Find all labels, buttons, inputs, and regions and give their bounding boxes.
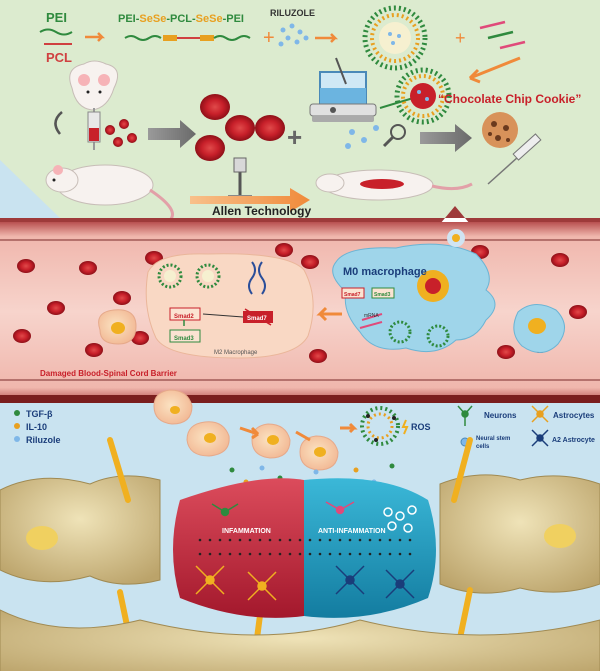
copolymer-label: PEI-SeSe-PCL-SeSe-PEI: [118, 13, 244, 25]
lesion-dotted-lines: [198, 538, 412, 556]
spinal-cord-panel: TGF-β IL-10 Riluzole ROS: [0, 389, 600, 671]
migrating-macrophages: [153, 389, 339, 471]
magnifier-icon: [382, 124, 406, 148]
neural-stem-cells-lesion: [383, 505, 417, 533]
riluzole-dot: [14, 436, 20, 442]
smad3-label: Smad3: [174, 336, 194, 342]
neurons-label: Neurons: [484, 411, 517, 420]
plus-sign-3: +: [287, 122, 302, 152]
arrow-allen: [190, 188, 310, 212]
inflammatory-astrocytes: [195, 565, 277, 601]
astrocytes-label: Astrocytes: [553, 411, 595, 420]
rat-upright: [69, 60, 119, 111]
neural-stem-label-2: cells: [476, 444, 490, 450]
arrow-synthesis: [85, 32, 106, 42]
m2-macrophage: [145, 253, 314, 359]
tgf-dot: [14, 410, 20, 416]
red-blood-cells-top: [195, 94, 285, 161]
tgf-beta-label: TGF-β: [26, 409, 53, 419]
il10-dot: [14, 423, 20, 429]
vessel-wall-bottom: [0, 395, 600, 403]
arrow-loading: [315, 33, 339, 43]
mrna-label: mRNA: [364, 313, 379, 319]
lightning-icon: [401, 419, 409, 435]
neural-stem-label: Neural stem: [476, 436, 510, 442]
rat-lying: [45, 164, 174, 222]
il10-label: IL-10: [26, 422, 47, 432]
blood-drops: [105, 119, 137, 147]
riluzole-legend-label: Riluzole: [26, 435, 61, 445]
a2-astrocyte-icon: [531, 429, 549, 447]
spine-vertebrae: [0, 437, 600, 671]
inflammation-label: INFAMMATION: [222, 528, 271, 535]
bscb-label: Damaged Blood-Spinal Cord Barrier: [40, 369, 177, 378]
cookie-label: “Chocolate Chip Cookie”: [438, 92, 581, 106]
rat-spinal-injury: [315, 169, 473, 201]
pei-chain: [39, 28, 73, 36]
sese-link-right: [200, 35, 214, 41]
a2-astrocyte-label: A2 Astrocyte: [552, 437, 595, 444]
riluzole-label: RILUZOLE: [270, 8, 315, 18]
lesion-neuron-blue: [325, 501, 355, 515]
arrow-migrate-2: [295, 430, 311, 442]
micelle-top: [362, 5, 428, 71]
astrocyte-icon: [531, 405, 549, 423]
smad7-label-b: Smad7: [344, 292, 361, 298]
arrow-complex: [468, 56, 521, 84]
macrophage-small: [98, 309, 137, 345]
pei-label: PEI: [46, 10, 67, 25]
ros-label: ROS: [411, 422, 431, 432]
synthesis-panel: PEI PCL PEI-SeSe-PCL-SeSe-PEI + RILUZOLE: [0, 0, 600, 222]
arrow-isolate: [148, 120, 196, 148]
panel-corner: [0, 160, 60, 218]
anti-inflammation-label: ANTI-INFAMMATION: [318, 528, 386, 535]
copolymer-chain-right: [213, 35, 251, 41]
a2-astrocytes-lesion: [335, 565, 415, 599]
ros-micelle: [360, 406, 400, 446]
arrow-migrate-1: [239, 426, 260, 440]
spinal-cord-lesion: [173, 478, 436, 618]
magnetic-stirrer: [309, 57, 377, 122]
sese-link-left: [163, 35, 177, 41]
plus-sign: +: [263, 27, 275, 49]
smad7-label: Smad7: [247, 316, 267, 322]
scissors-icon: [54, 111, 63, 135]
syringe-icon: [487, 133, 542, 185]
nanoparticles-scatter: [345, 125, 379, 149]
smad2-label: Smad2: [174, 314, 194, 320]
copolymer-chain-left: [124, 35, 162, 41]
micelle-magnified: [394, 67, 452, 125]
m0-macrophage-label: M0 macrophage: [343, 266, 427, 278]
arrow-cookie: [420, 124, 472, 152]
m2-macrophage-label: M2 Macrophage: [214, 350, 258, 356]
blood-vessel-panel: Smad2 Smad3 Smad7 M2 Macrophage M0 macro…: [0, 206, 600, 403]
small-cell-top-right: [447, 229, 465, 247]
pcl-label: PCL: [46, 50, 72, 65]
riluzole-particles: [278, 23, 309, 47]
macrophage-right: [513, 304, 565, 353]
lesion-neuron-red: [211, 503, 239, 517]
plus-sign-2: +: [455, 28, 466, 48]
m0-macrophage: [332, 243, 496, 353]
neuron-icon: [457, 405, 473, 426]
arrow-ros: [340, 422, 358, 434]
arrow-polarization: [316, 306, 342, 322]
smad3-label-b: Smad3: [374, 292, 391, 298]
cookie-icon: [482, 112, 518, 148]
rna-strands: [479, 20, 526, 50]
allen-technology-label: Allen Technology: [212, 204, 311, 218]
